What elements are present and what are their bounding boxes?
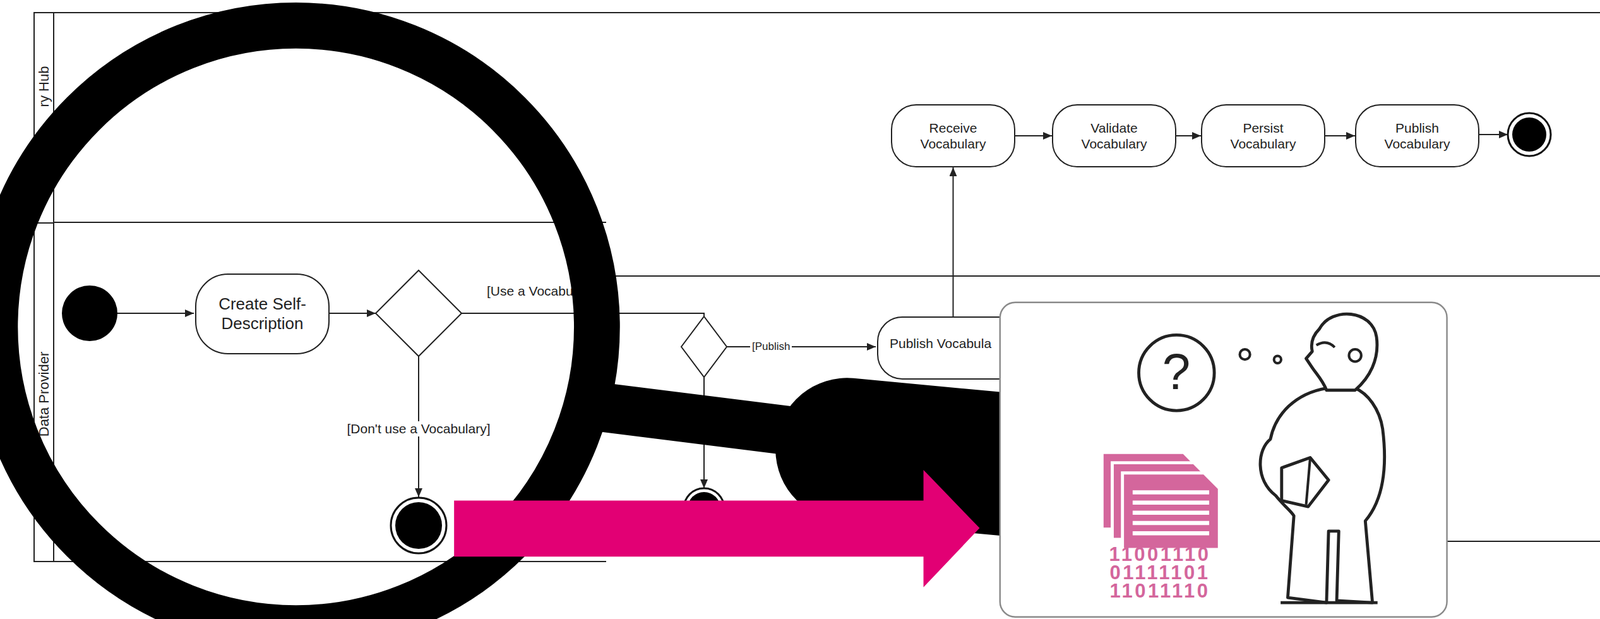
lane-divider <box>602 275 1600 277</box>
action-node: Publish Vocabulary <box>1355 104 1480 168</box>
decision-diamond <box>681 316 727 377</box>
lane-border <box>1447 540 1600 542</box>
illustration-panel <box>1000 302 1448 617</box>
open-book <box>1281 457 1329 507</box>
flow-line <box>726 346 876 348</box>
thought-dot <box>1274 356 1282 364</box>
question-bubble <box>1139 334 1215 411</box>
guard-label: [Publish <box>750 340 792 353</box>
decision-diamond <box>375 270 462 357</box>
action-node: Persist Vocabulary <box>1200 104 1326 168</box>
action-node: Create Self-Description <box>195 273 330 355</box>
action-label: Receive Vocabulary <box>906 119 1001 152</box>
book-spine <box>1306 457 1311 504</box>
start-node <box>61 285 118 341</box>
question-mark: ? <box>1162 342 1191 401</box>
binary-text: 11011110 <box>1109 579 1210 603</box>
action-node: Validate Vocabulary <box>1051 104 1177 168</box>
person-brow <box>1316 342 1335 347</box>
action-label: Validate Vocabulary <box>1067 119 1162 152</box>
flow-arrow <box>952 167 955 317</box>
swimlane: ry HubReceive Vocabulary Validate Vocabul… <box>33 11 1600 276</box>
guard-label: [Don't use a Vocabulary] <box>345 421 493 437</box>
lane-label: Data Provider <box>37 351 52 437</box>
flow-line <box>117 312 194 314</box>
flow-line <box>1478 133 1508 136</box>
flow-arrow <box>1015 135 1052 137</box>
end-node-core <box>395 501 442 549</box>
ground-line <box>1280 601 1378 605</box>
lane-label: ry Hub <box>37 66 52 108</box>
flow-line <box>328 312 376 314</box>
action-label: Create Self-Description <box>210 294 315 334</box>
action-label: Publish Vocabulary <box>1370 119 1465 152</box>
flow-arrow <box>1325 135 1356 137</box>
end-node <box>390 497 447 554</box>
action-label: Publish Vocabula <box>889 335 992 352</box>
highlight-arrow <box>453 469 980 588</box>
flow-arrow <box>1176 135 1201 137</box>
magnifier-grip <box>846 449 1011 465</box>
person-ear <box>1348 349 1361 362</box>
action-label: Persist Vocabulary <box>1216 119 1311 152</box>
end-node <box>1507 113 1551 156</box>
end-node-core <box>1512 117 1547 152</box>
person-head <box>1306 313 1378 391</box>
document-icon <box>1122 472 1220 550</box>
action-node: Receive Vocabulary <box>890 104 1016 168</box>
thought-dot <box>1240 349 1251 360</box>
document-lines <box>1132 491 1210 533</box>
reading-person <box>1260 388 1385 603</box>
